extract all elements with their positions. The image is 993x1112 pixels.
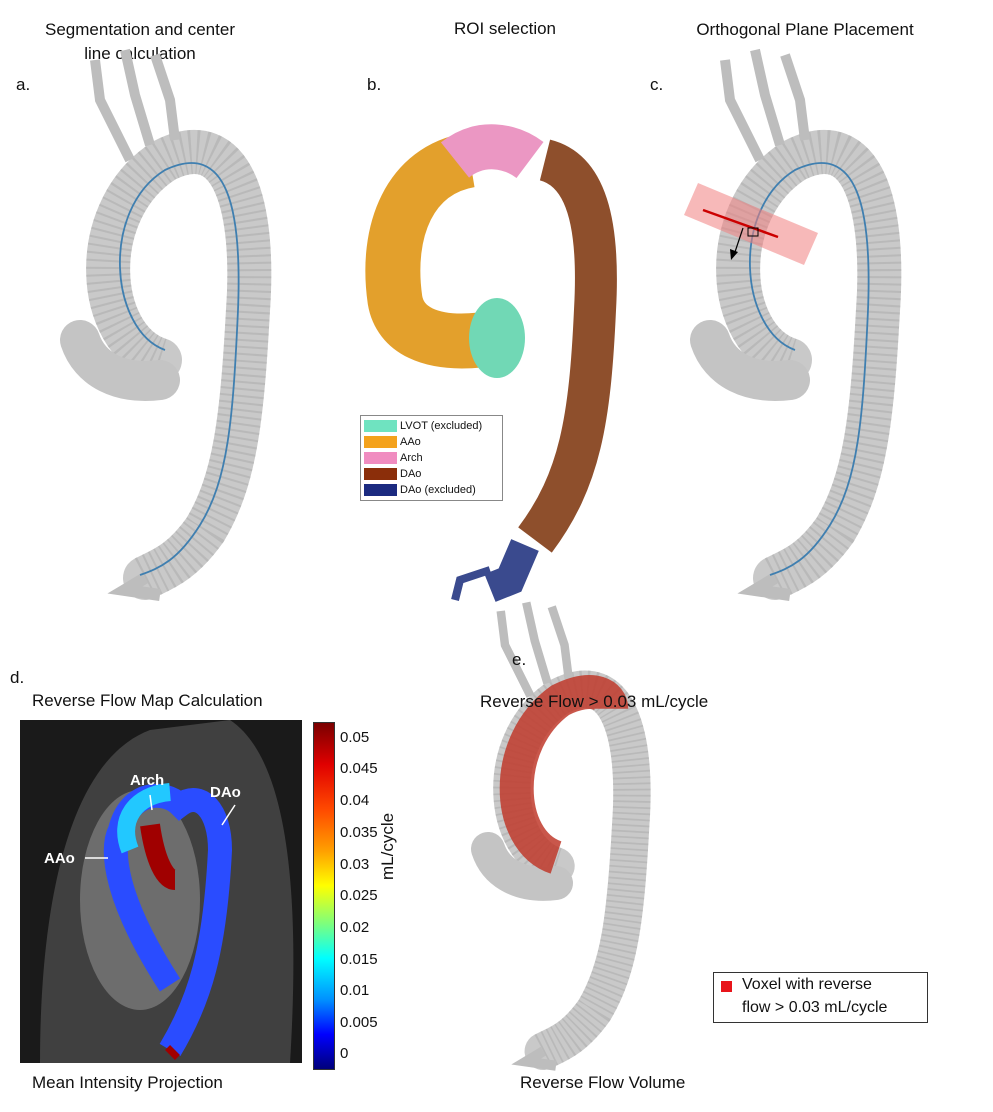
panel-c-letter: c. xyxy=(650,75,664,94)
tick-label: 0.045 xyxy=(340,760,378,777)
plane-center-marker xyxy=(747,227,759,237)
panel-d-letter: d. xyxy=(10,668,25,687)
arrowhead xyxy=(730,249,738,260)
legend-label: Arch xyxy=(400,452,423,464)
swatch xyxy=(364,468,397,480)
legend-label: DAo xyxy=(400,468,422,480)
label-aao: AAo xyxy=(44,850,75,867)
panel-a-letter: a. xyxy=(16,75,31,94)
normal-arrow xyxy=(733,227,744,256)
panel-e-title: Reverse Flow > 0.03 mL/cycle xyxy=(480,692,709,711)
panel-d-caption: Mean Intensity Projection xyxy=(32,1073,223,1092)
legend-label: LVOT (excluded) xyxy=(400,420,483,432)
legend-label: DAo (excluded) xyxy=(400,484,476,496)
tick-label: 0 xyxy=(340,1045,349,1062)
panel-a-title: Segmentation and center line calculation xyxy=(20,18,260,66)
reverse-flow-volume xyxy=(488,603,632,1066)
label-dao: DAo xyxy=(210,784,241,801)
tick-label: 0.035 xyxy=(340,824,378,841)
legend-item-dao: DAo xyxy=(364,466,499,482)
legend-line: flow > 0.03 mL/cycle xyxy=(742,999,888,1016)
tick-label: 0.025 xyxy=(340,887,378,904)
label-arch: Arch xyxy=(130,772,165,789)
tick-label: 0.02 xyxy=(340,919,370,936)
mip-image xyxy=(20,720,302,1063)
panel-e-letter: e. xyxy=(512,650,527,669)
swatch xyxy=(364,452,397,464)
legend-line: Voxel with reverse xyxy=(742,976,872,993)
swatch xyxy=(364,484,397,496)
legend-label: AAo xyxy=(400,436,421,448)
arrow-arch xyxy=(149,794,153,811)
plane-line xyxy=(702,208,779,239)
swatch xyxy=(364,420,397,432)
panel-e-caption: Reverse Flow Volume xyxy=(520,1073,686,1092)
tick-label: 0.015 xyxy=(340,951,378,968)
title-line: Segmentation and center xyxy=(45,20,235,39)
centerline-a xyxy=(119,162,240,576)
panel-b-title: ROI selection xyxy=(453,19,557,38)
aorta-segmentation-c xyxy=(710,50,879,595)
legend-item-arch: Arch xyxy=(364,450,499,466)
legend-item-aao: AAo xyxy=(364,434,499,450)
legend-swatch xyxy=(721,981,732,992)
legend-item-dao-excluded: DAo (excluded) xyxy=(364,482,499,498)
swatch xyxy=(364,436,397,448)
roi-legend: LVOT (excluded) AAo Arch DAo DAo (exclud… xyxy=(360,415,503,501)
tick-label: 0.05 xyxy=(340,729,370,746)
tick-label: 0.03 xyxy=(340,856,370,873)
panel-c-title: Orthogonal Plane Placement xyxy=(696,20,914,39)
tick-label: 0.04 xyxy=(340,792,370,809)
arrow-dao xyxy=(221,804,236,826)
tick-label: 0.005 xyxy=(340,1014,378,1031)
aorta-roi-b xyxy=(365,124,617,602)
aorta-segmentation-a xyxy=(80,50,249,595)
legend-item-lvot: LVOT (excluded) xyxy=(364,418,499,434)
panel-b-letter: b. xyxy=(367,75,382,94)
colorbar-unit: mL/cycle xyxy=(378,812,397,880)
reverse-flow-legend: Voxel with reverse flow > 0.03 mL/cycle xyxy=(713,972,928,1023)
panel-d-title: Reverse Flow Map Calculation xyxy=(32,691,263,710)
orthogonal-plane xyxy=(684,183,818,265)
colorbar xyxy=(313,722,335,1070)
tick-label: 0.01 xyxy=(340,982,370,999)
title-line: line calculation xyxy=(84,44,196,63)
